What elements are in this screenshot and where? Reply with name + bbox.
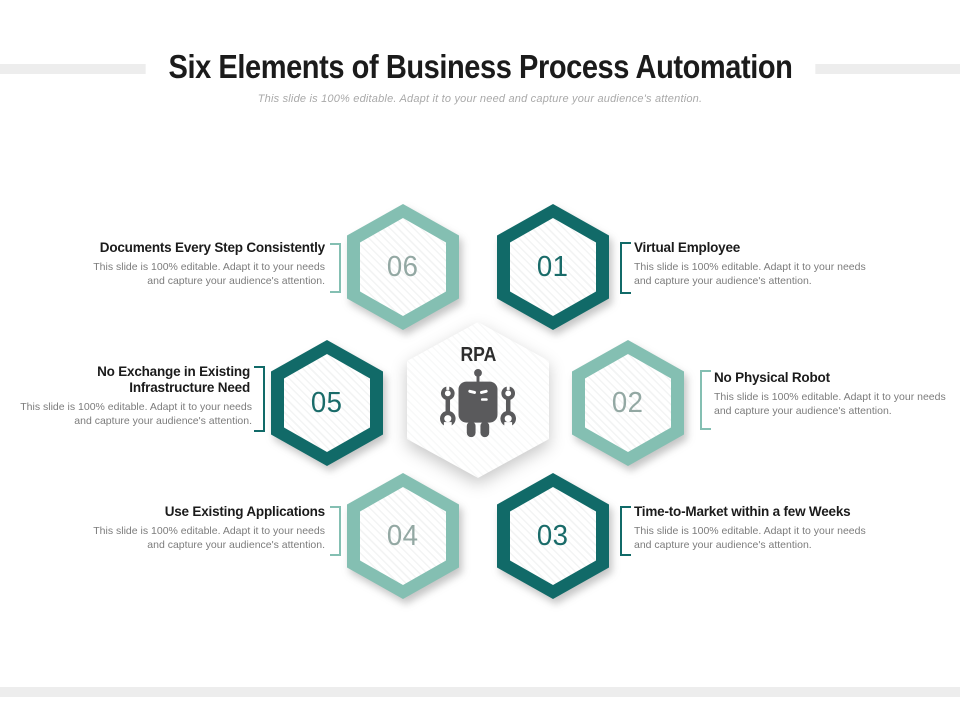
hexagon-04-face: 04 (360, 487, 446, 585)
item-02-heading: No Physical Robot (714, 370, 830, 385)
robot-icon (440, 368, 516, 438)
hexagon-05-number: 05 (311, 386, 343, 419)
page-subtitle: This slide is 100% editable. Adapt it to… (257, 93, 703, 105)
hexagon-05-face: 05 (284, 354, 370, 452)
item-01-description: This slide is 100% editable. Adapt it to… (634, 261, 866, 287)
item-05-bracket (254, 366, 265, 432)
hexagon-03-shape: 03 (497, 473, 609, 599)
hexagon-06-face: 06 (360, 218, 446, 316)
center-hexagon-face: RPA (407, 322, 549, 478)
title-area: Six Elements of Business Process Automat… (0, 46, 960, 105)
hexagon-04-number: 04 (387, 519, 419, 552)
item-05-text[interactable]: No Exchange in Existing Infrastructure N… (0, 364, 252, 428)
item-06-bracket (330, 243, 341, 293)
bottom-stripe (0, 687, 960, 697)
center-hexagon[interactable]: RPA (407, 322, 549, 478)
item-06-heading: Documents Every Step Consistently (99, 240, 325, 255)
item-04-bracket (330, 506, 341, 556)
hexagon-06-number: 06 (387, 250, 419, 283)
item-01-heading: Virtual Employee (634, 240, 741, 255)
item-03-bracket (620, 506, 631, 556)
item-04-description: This slide is 100% editable. Adapt it to… (93, 525, 325, 551)
hexagon-02-number: 02 (612, 386, 644, 419)
hexagon-04-shape: 04 (347, 473, 459, 599)
hexagon-01-face: 01 (510, 218, 596, 316)
item-02-bracket (700, 370, 711, 430)
item-06-text[interactable]: Documents Every Step Consistently This s… (60, 240, 325, 288)
hexagon-02[interactable]: 02 (572, 340, 684, 466)
hexagon-03-number: 03 (537, 519, 569, 552)
hexagon-03-face: 03 (510, 487, 596, 585)
hexagon-01-number: 01 (537, 250, 569, 283)
item-02-description: This slide is 100% editable. Adapt it to… (714, 391, 946, 417)
item-02-text[interactable]: No Physical Robot This slide is 100% edi… (714, 370, 960, 418)
hexagon-02-shape: 02 (572, 340, 684, 466)
hexagon-05-shape: 05 (271, 340, 383, 466)
item-03-text[interactable]: Time-to-Market within a few Weeks This s… (634, 504, 914, 552)
item-01-text[interactable]: Virtual Employee This slide is 100% edit… (634, 240, 914, 288)
hexagon-06-shape: 06 (347, 204, 459, 330)
item-05-description: This slide is 100% editable. Adapt it to… (20, 401, 252, 427)
hexagon-03[interactable]: 03 (497, 473, 609, 599)
page-title: Six Elements of Business Process Automat… (145, 46, 815, 88)
item-01-bracket (620, 242, 631, 294)
hexagon-01-shape: 01 (497, 204, 609, 330)
item-04-text[interactable]: Use Existing Applications This slide is … (60, 504, 325, 552)
hexagon-02-face: 02 (585, 354, 671, 452)
hexagon-05[interactable]: 05 (271, 340, 383, 466)
hexagon-04[interactable]: 04 (347, 473, 459, 599)
hexagon-06[interactable]: 06 (347, 204, 459, 330)
item-03-heading: Time-to-Market within a few Weeks (634, 504, 851, 519)
item-03-description: This slide is 100% editable. Adapt it to… (634, 525, 866, 551)
rpa-label: RPA (460, 344, 496, 366)
hexagon-01[interactable]: 01 (497, 204, 609, 330)
item-05-heading: No Exchange in Existing Infrastructure N… (97, 364, 250, 395)
item-04-heading: Use Existing Applications (164, 504, 325, 519)
item-06-description: This slide is 100% editable. Adapt it to… (93, 261, 325, 287)
